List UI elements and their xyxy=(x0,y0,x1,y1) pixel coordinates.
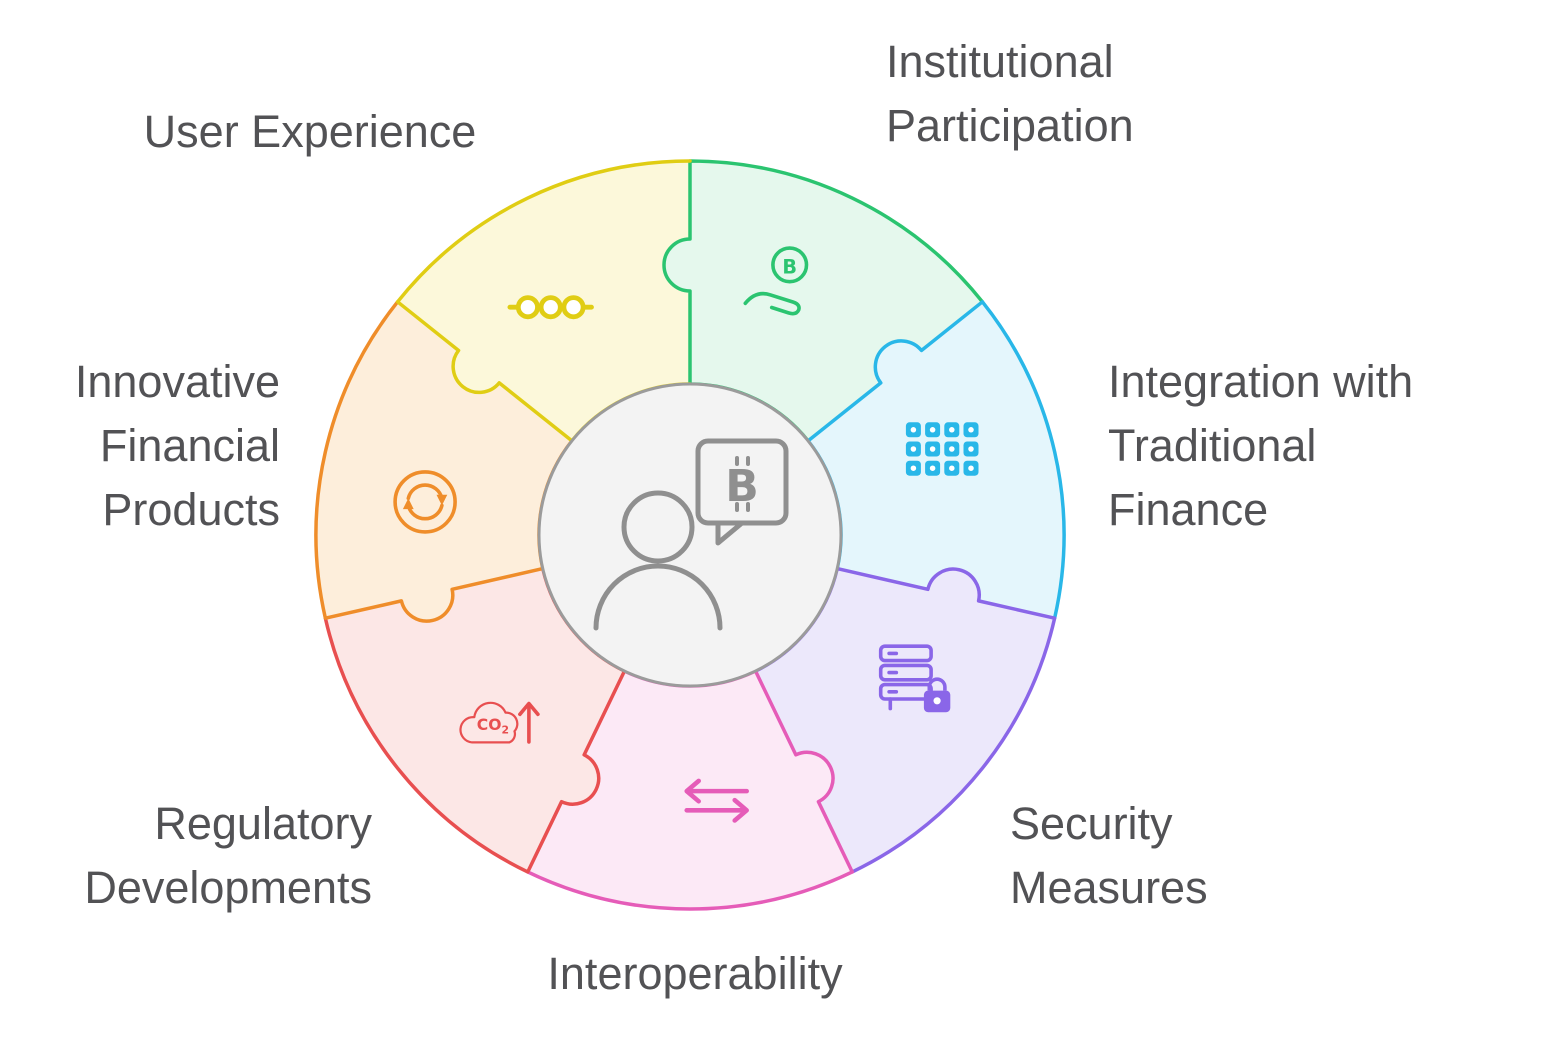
segment-integration-traditional-finance xyxy=(808,301,1064,619)
blockchain-grid-icon xyxy=(905,422,979,476)
label-interoperability: Interoperability xyxy=(547,948,843,999)
label-security-measures: Security Measures xyxy=(1010,798,1208,913)
svg-text:B: B xyxy=(782,255,797,278)
swap-arrows-icon xyxy=(684,778,749,823)
refresh-cycle-icon xyxy=(393,470,457,534)
segment-innovative-financial-products xyxy=(316,301,572,622)
segment-security-measures xyxy=(755,568,1055,872)
segment-regulatory-developments xyxy=(325,568,625,872)
label-innovative-financial-products: Innovative Financial Products xyxy=(74,356,280,535)
label-regulatory-developments: Regulatory Developments xyxy=(84,798,372,913)
person-chat-bitcoin-icon: B xyxy=(593,438,789,631)
server-lock-icon xyxy=(878,644,951,713)
svg-text:B: B xyxy=(725,461,759,512)
bitcoin-hand-icon: B xyxy=(743,246,809,316)
svg-text:CO2: CO2 xyxy=(477,716,509,737)
label-user-experience: User Experience xyxy=(143,106,477,157)
label-institutional-participation: Institutional Participation xyxy=(886,36,1134,151)
process-dots-icon xyxy=(507,295,594,320)
segment-institutional-participation xyxy=(664,161,983,441)
co2-emissions-icon: CO2 xyxy=(459,701,540,744)
label-integration-traditional-finance: Integration with Traditional Finance xyxy=(1108,356,1414,535)
